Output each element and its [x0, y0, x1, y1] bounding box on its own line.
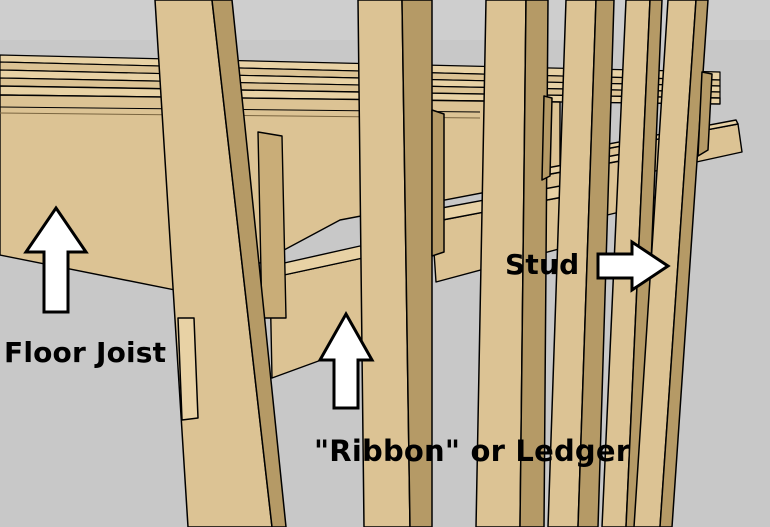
stud-4-front — [547, 0, 597, 527]
ribbon-arrow-icon — [317, 310, 375, 410]
stud-label: Stud — [505, 248, 580, 281]
stud-4-side — [577, 0, 615, 527]
floor-joist-label: Floor Joist — [4, 336, 167, 369]
stud-3-front — [475, 0, 527, 527]
floor-joist-arrow-icon — [23, 205, 89, 314]
stud-arrow-icon — [596, 239, 671, 293]
stud-1-side — [211, 0, 287, 527]
ribbon-ledger-label: "Ribbon" or Ledger — [314, 434, 631, 468]
stud-2-side — [401, 0, 433, 527]
studs — [154, 0, 713, 527]
stud-3-side — [519, 0, 549, 527]
stud-6-side — [659, 0, 709, 527]
